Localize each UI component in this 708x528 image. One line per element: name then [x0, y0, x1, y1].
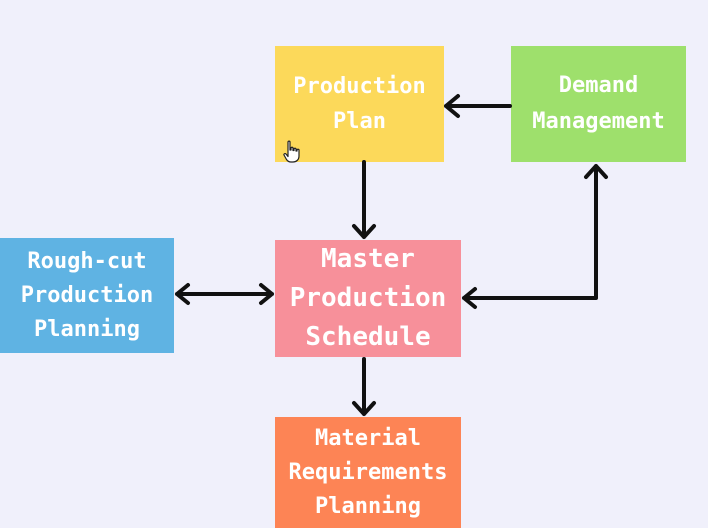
demand-management-node: Demand Management	[511, 46, 686, 162]
arrow-plan-to-mps	[352, 160, 376, 239]
arrow-demand-to-plan	[444, 94, 512, 118]
master-production-schedule-label: Master Production Schedule	[289, 244, 447, 352]
material-requirements-planning-label: Material Requirements Planning	[288, 425, 448, 519]
production-plan-node: Production Plan	[275, 46, 444, 162]
material-requirements-planning-node: Material Requirements Planning	[275, 417, 461, 528]
arrow-mps-demand	[462, 164, 608, 309]
arrow-roughcut-mps	[175, 283, 274, 305]
arrow-mps-to-mrp	[352, 357, 376, 416]
rough-cut-production-planning-node: Rough-cut Production Planning	[0, 238, 174, 353]
hand-pointer-icon	[283, 140, 300, 163]
production-plan-label: Production Plan	[293, 74, 426, 134]
master-production-schedule-node: Master Production Schedule	[275, 240, 461, 357]
rough-cut-production-planning-label: Rough-cut Production Planning	[20, 248, 154, 342]
demand-management-label: Demand Management	[532, 73, 665, 134]
